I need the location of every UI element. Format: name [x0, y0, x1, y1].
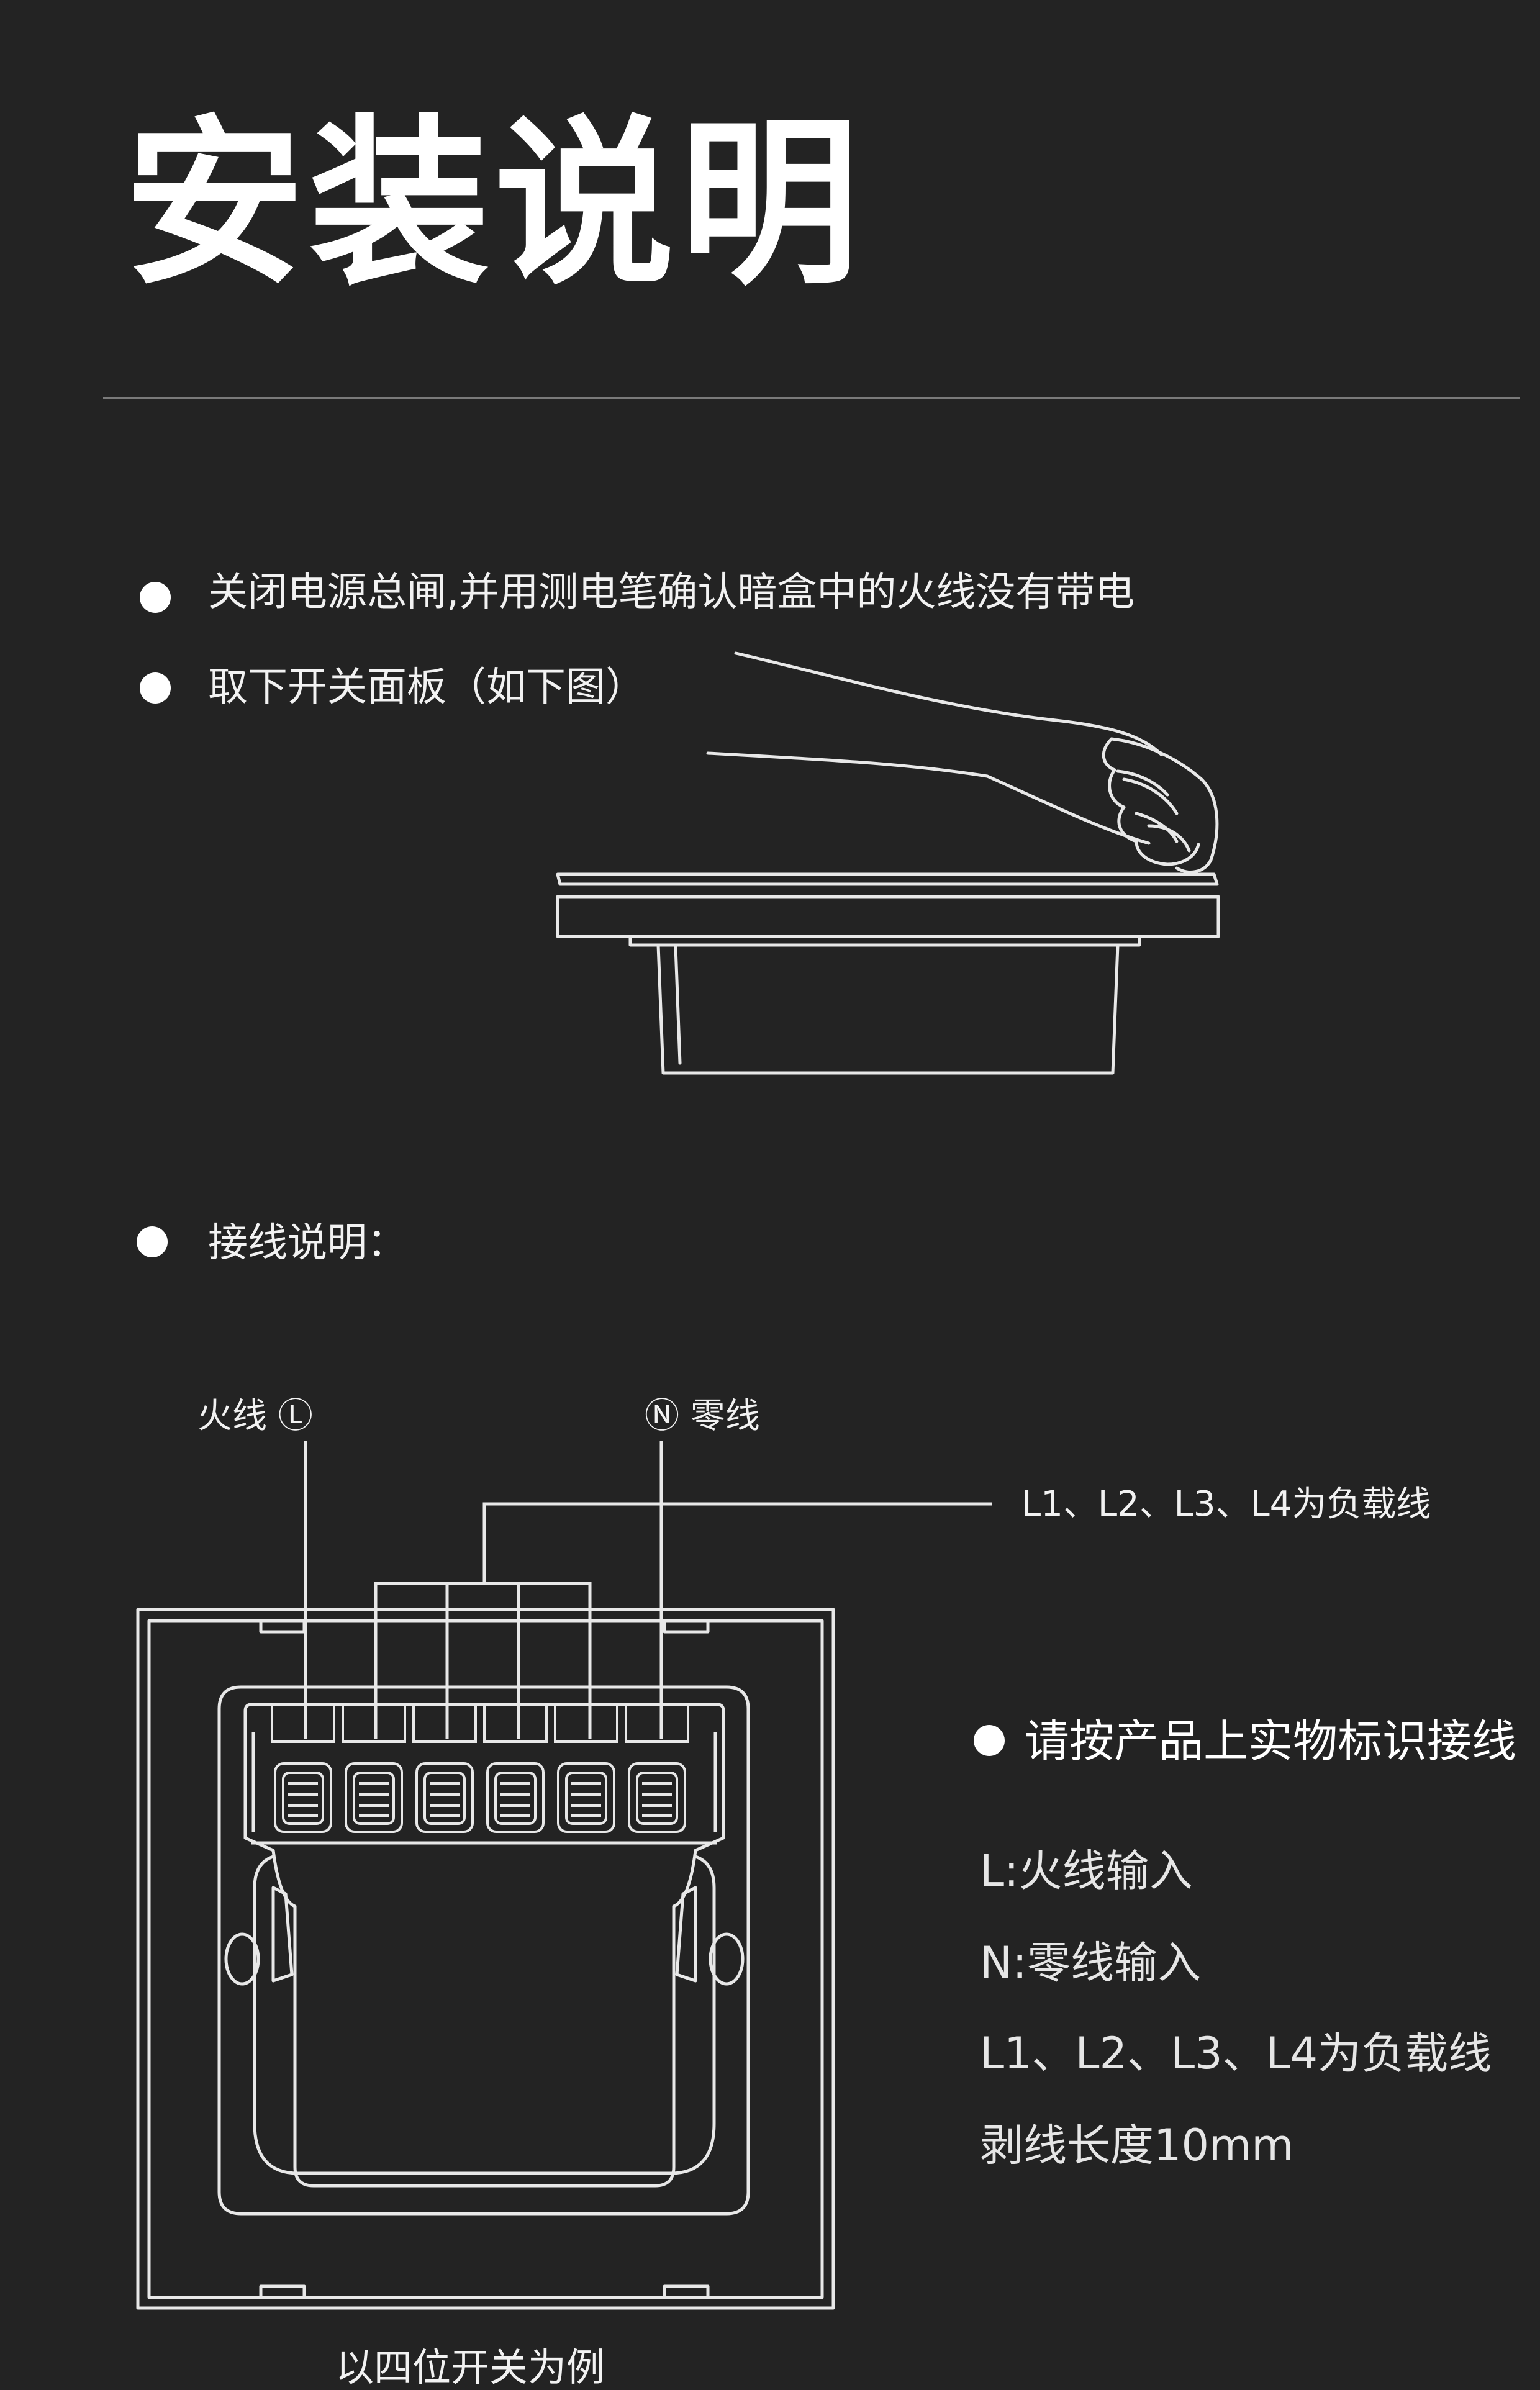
terminal-n: [625, 1703, 689, 1833]
bullet-icon: [140, 582, 171, 613]
bullet-icon: [974, 1725, 1005, 1756]
terminal-l1: [342, 1703, 406, 1833]
step-3-text: 接线说明：: [208, 1220, 407, 1266]
terminal-l: [271, 1703, 335, 1833]
step-2-text: 取下开关面板（如下图）: [208, 664, 645, 710]
title-divider: [103, 397, 1520, 399]
bullet-icon: [137, 1226, 168, 1257]
page-title: 安装说明: [124, 100, 864, 309]
step-1-text: 关闭电源总闸,并用测电笔确认暗盒中的火线没有带电: [208, 569, 1135, 615]
neutral-wire-label: Ⓝ 零线: [645, 1396, 760, 1436]
note-load-wires: L1、L2、L3、L4为负载线: [980, 2028, 1492, 2079]
terminal-l3: [483, 1703, 548, 1833]
diagram-caption: 以四位开关为例: [335, 2345, 605, 2390]
note-live-input: L:火线输入: [980, 1845, 1193, 1896]
note-strip-length: 剥线长度10mm: [980, 2120, 1294, 2171]
bullet-icon: [140, 672, 171, 704]
terminal-l4: [554, 1703, 618, 1833]
notes-heading: 请按产品上实物标识接线: [1025, 1715, 1517, 1767]
terminal-l2: [412, 1703, 477, 1833]
load-wire-label: L1、L2、L3、L4为负载线: [1021, 1484, 1431, 1524]
note-neutral-input: N:零线输入: [980, 1937, 1201, 1988]
live-wire-label: 火线 Ⓛ: [197, 1396, 313, 1436]
